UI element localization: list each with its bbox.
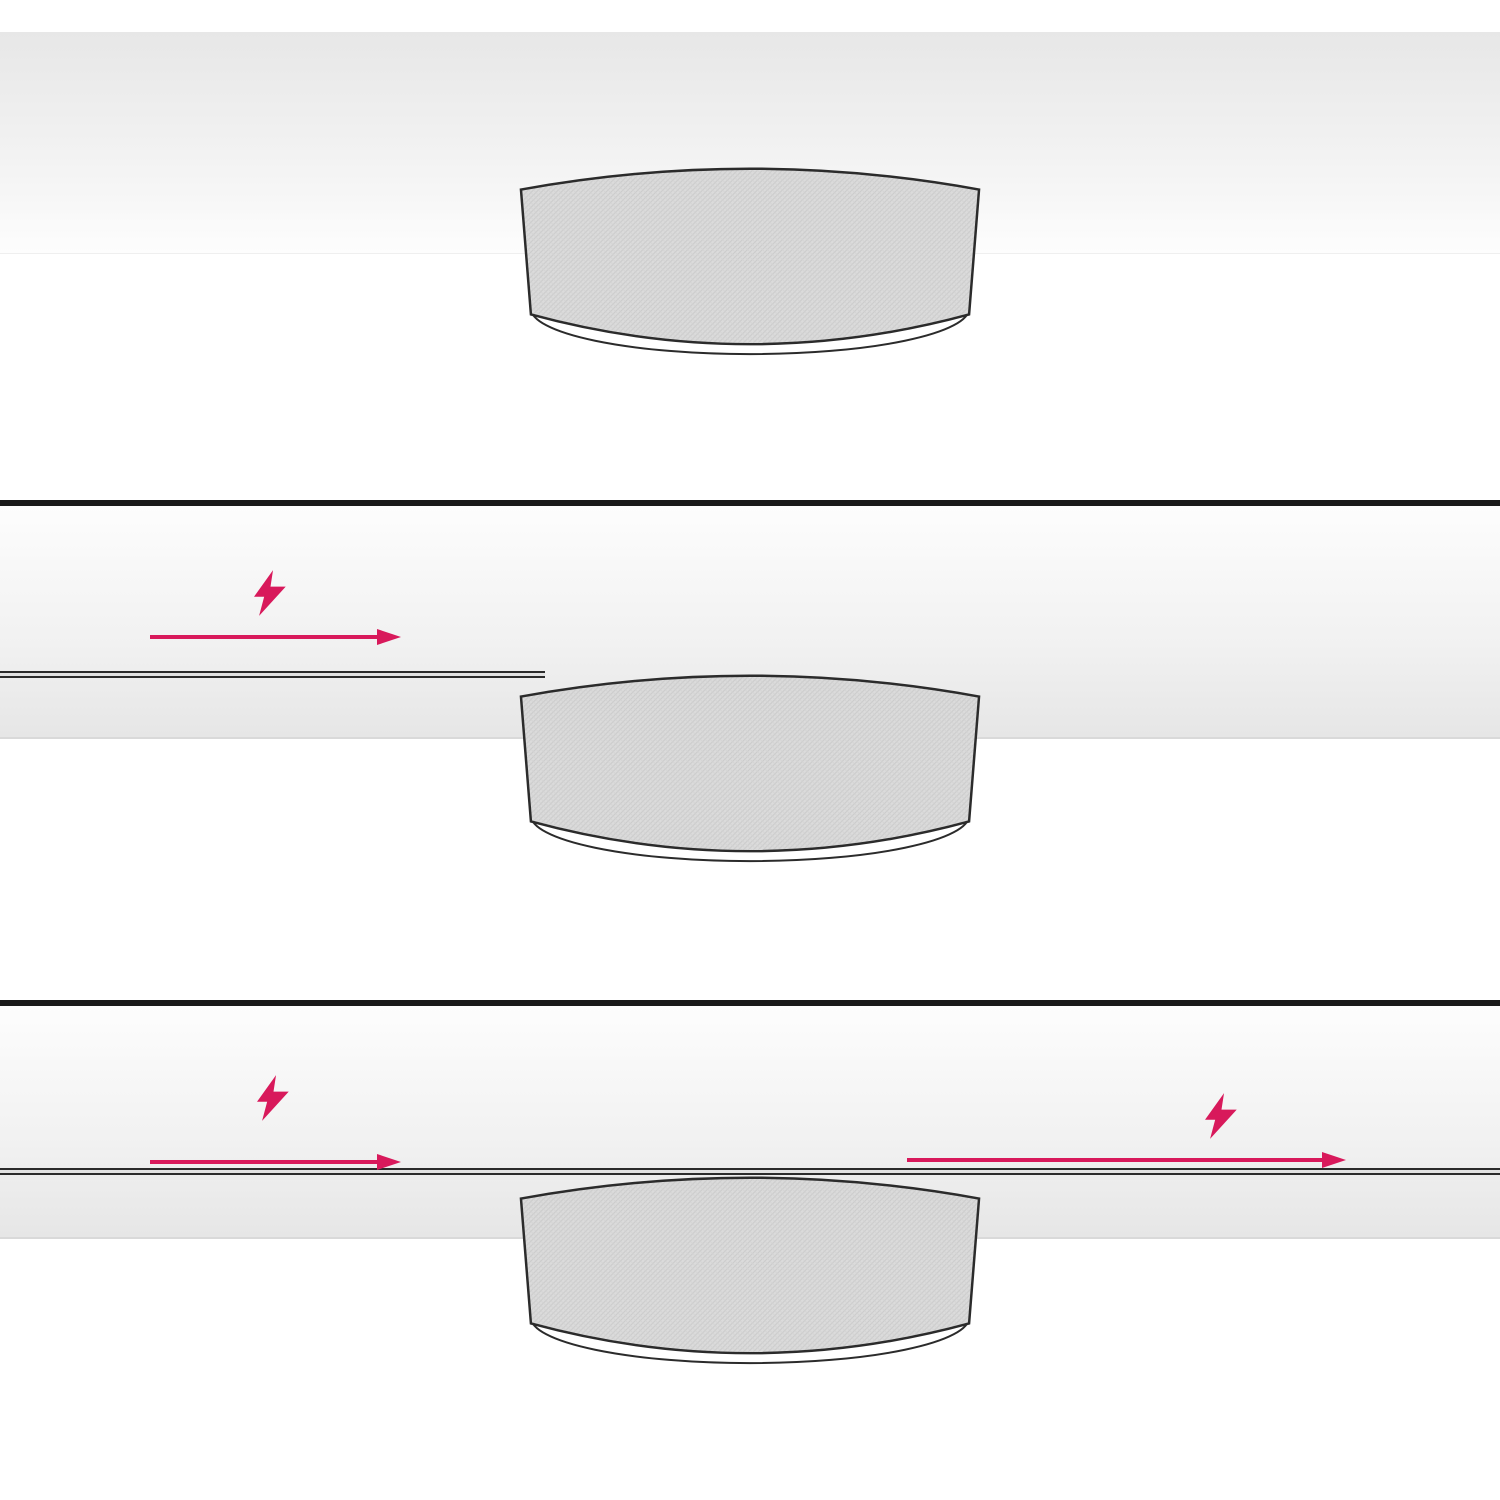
current-flow-arrow-left: [150, 1154, 401, 1170]
drum-ceiling-lamp: [519, 674, 981, 863]
drum-ceiling-lamp: [519, 1176, 981, 1365]
power-cable-left: [0, 671, 545, 678]
arrow-head: [377, 629, 401, 645]
panel-divider: [0, 500, 1500, 506]
lightning-bolt-icon: [257, 1075, 289, 1121]
drum-ceiling-lamp: [519, 167, 981, 356]
shade-body: [519, 167, 981, 346]
arrow-head: [377, 1154, 401, 1170]
current-flow-arrow-right: [907, 1152, 1346, 1168]
arrow-head: [1322, 1152, 1346, 1168]
panel-step-1: [0, 0, 1500, 500]
power-cable-through: [0, 1168, 1500, 1175]
panel-step-3: [0, 1000, 1500, 1500]
panel-divider: [0, 1000, 1500, 1006]
lightning-bolt-icon: [1205, 1093, 1237, 1139]
shade-body: [519, 674, 981, 853]
lightning-bolt-shape: [254, 570, 286, 616]
lightning-bolt-shape: [257, 1075, 289, 1121]
lightning-bolt-shape: [1205, 1093, 1237, 1139]
panel-step-2: [0, 500, 1500, 1000]
shade-body: [519, 1176, 981, 1355]
current-flow-arrow-left: [150, 629, 401, 645]
lightning-bolt-icon: [254, 570, 286, 616]
